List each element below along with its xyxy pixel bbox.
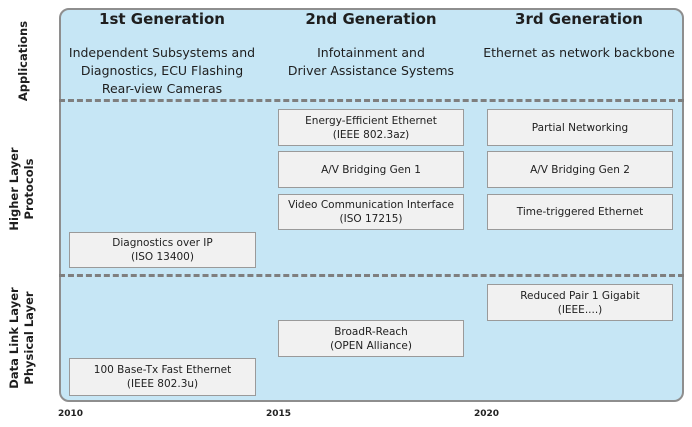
year-2015: 2015 [266,409,292,419]
box-time-triggered-ethernet: Time-triggered Ethernet [487,194,673,230]
year-2010: 2010 [58,409,84,419]
box-diagnostics-over-ip: Diagnostics over IP (ISO 13400) [69,232,256,268]
year-2020: 2020 [474,409,500,419]
gen3-applications: Ethernet as network backbone [483,45,675,60]
box-video-communication-interface: Video Communication Interface (ISO 17215… [278,194,464,230]
box-fast-ethernet: 100 Base-Tx Fast Ethernet (IEEE 802.3u) [69,358,256,396]
layer-label-applications: Applications [15,20,30,102]
box-av-bridging-gen2: A/V Bridging Gen 2 [487,151,673,188]
box-av-bridging-gen1: A/V Bridging Gen 1 [278,151,464,188]
layer-label-physical: Data Link Layer Physical Layer [7,287,36,389]
gen3-title: 3rd Generation [515,10,643,28]
gen1-title: 1st Generation [99,10,225,28]
gen2-applications: Infotainment and Driver Assistance Syste… [287,45,455,78]
layer-label-higher-protocols: Higher Layer Protocols [7,147,36,231]
divider-applications [59,99,684,102]
box-broadr-reach: BroadR-Reach (OPEN Alliance) [278,320,464,357]
divider-higher-layer [59,274,684,277]
box-energy-efficient-ethernet: Energy-Efficient Ethernet (IEEE 802.3az) [278,109,464,146]
gen1-applications: Independent Subsystems and Diagnostics, … [68,45,256,96]
box-reduced-pair-gigabit: Reduced Pair 1 Gigabit (IEEE....) [487,284,673,321]
box-partial-networking: Partial Networking [487,109,673,146]
gen2-title: 2nd Generation [305,10,437,28]
